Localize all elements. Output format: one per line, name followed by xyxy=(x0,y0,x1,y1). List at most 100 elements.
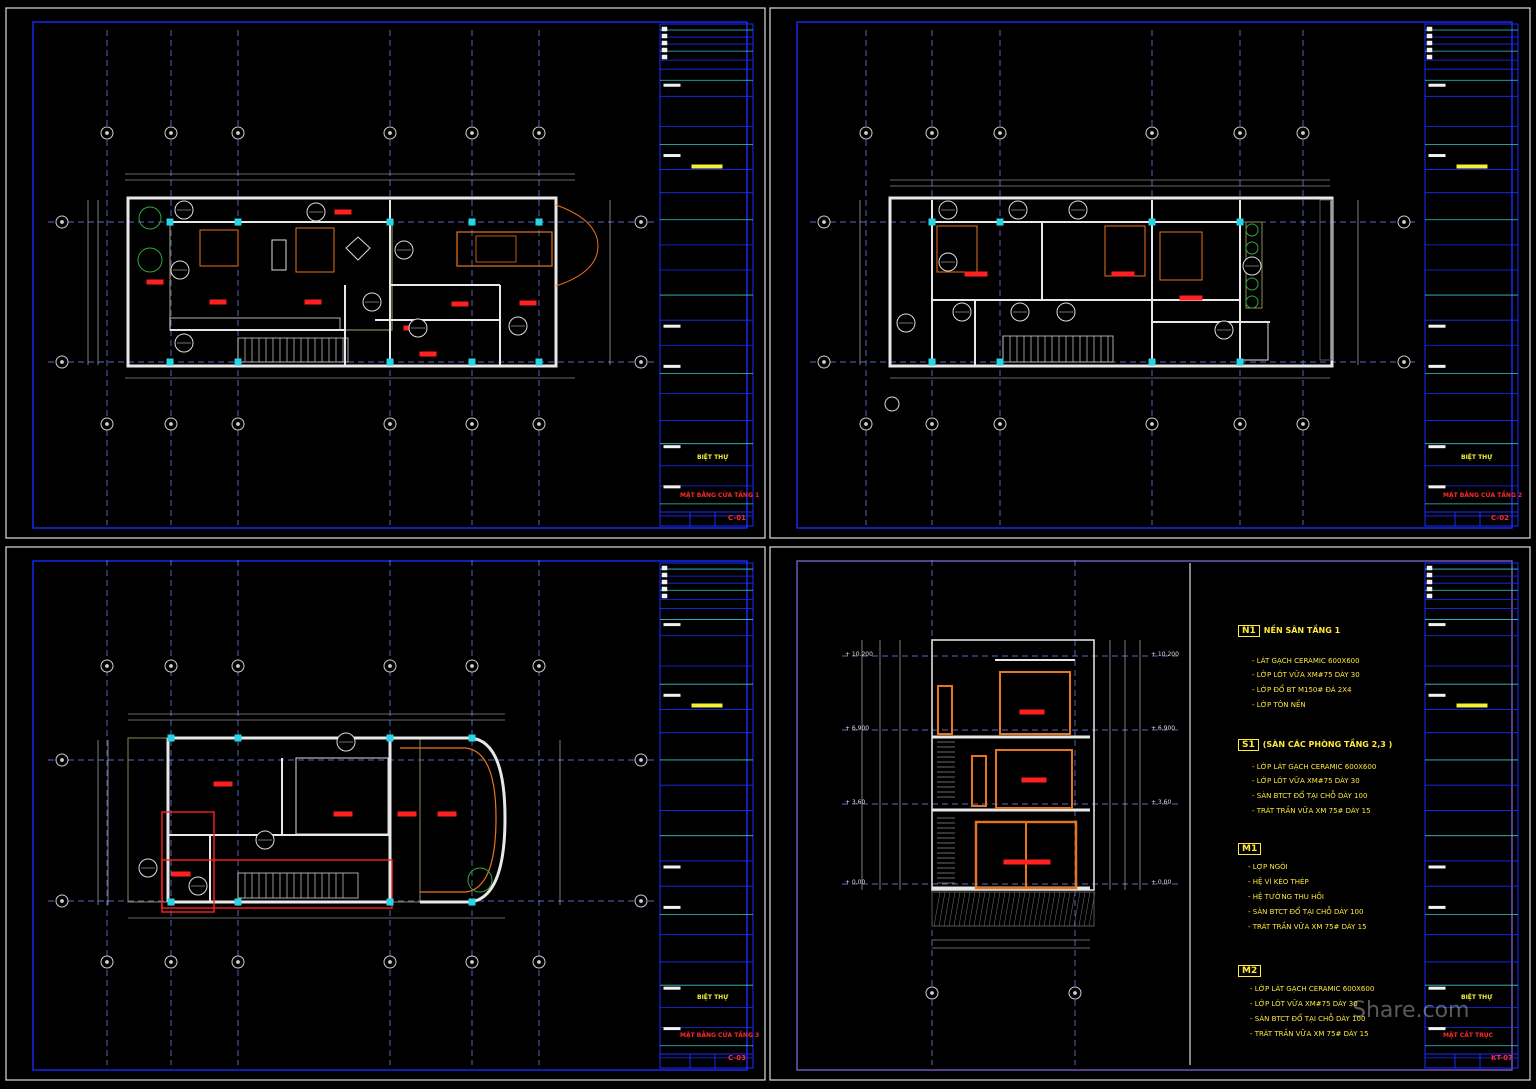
title-block-note xyxy=(1428,986,1446,990)
axis-bubble-dot xyxy=(1150,131,1154,135)
title-block-note xyxy=(663,693,681,697)
red-markup xyxy=(161,859,393,909)
bathtub xyxy=(1239,321,1269,361)
axis-bubble-dot xyxy=(60,758,64,762)
column xyxy=(468,898,476,906)
axis-bubble-dot xyxy=(930,131,934,135)
room-tag xyxy=(171,871,191,877)
ground-hatch xyxy=(938,891,946,927)
elev-left-0: + 10.200 xyxy=(845,651,873,658)
ground-hatch xyxy=(1023,891,1031,927)
axis-bubble-dot xyxy=(236,131,240,135)
ground-hatch xyxy=(1073,891,1081,927)
spec-m1-line: - LỢP NGÓI xyxy=(1248,863,1288,871)
title-block-highlight xyxy=(1456,703,1488,708)
spec-n1-title: NỀN SÂN TẦNG 1 xyxy=(1263,626,1341,635)
axis-bubble-dot xyxy=(1150,422,1154,426)
balcony-rail xyxy=(1319,199,1333,361)
room-tag xyxy=(451,301,469,307)
title-block-note xyxy=(1428,154,1446,158)
column xyxy=(468,358,476,366)
title-block xyxy=(659,562,754,1069)
axis-bubble-dot xyxy=(998,422,1002,426)
stair xyxy=(237,872,359,899)
sheet-2-title: MẶT BẰNG CỬA TẦNG 2 xyxy=(1443,492,1523,499)
spec-m2-line: - TRÁT TRẦN VỮA XM 75# DÀY 15 xyxy=(1250,1030,1369,1038)
title-block-marker xyxy=(1426,579,1433,585)
ground-hatch xyxy=(973,891,981,927)
title-block-marker xyxy=(1426,565,1433,571)
tree xyxy=(467,867,493,893)
plant xyxy=(1245,223,1259,237)
plant xyxy=(1245,277,1259,291)
ground-hatch xyxy=(968,891,976,927)
axis-bubble-dot xyxy=(169,131,173,135)
spec-m1-line: - HỆ VÌ KÈO THÉP xyxy=(1248,878,1309,886)
axis-bubble-dot xyxy=(1238,131,1242,135)
spec-m1-line: - TRÁT TRẦN VỮA XM 75# DÀY 15 xyxy=(1248,923,1367,931)
room-tag xyxy=(1003,859,1051,865)
gate-door xyxy=(555,245,599,287)
exterior-wall xyxy=(888,196,1334,368)
axis-bubble-dot xyxy=(470,422,474,426)
title-block-marker xyxy=(1426,47,1433,53)
title-block-marker xyxy=(661,26,668,32)
column xyxy=(167,734,175,742)
spec-m1-line: - HỆ TƯỜNG THU HỒI xyxy=(1248,893,1324,901)
elev-right-1: + 6.900 xyxy=(1151,725,1176,732)
title-block xyxy=(1424,562,1519,1069)
ground-hatch xyxy=(1033,891,1041,927)
title-block-highlight xyxy=(691,703,723,708)
plan-floor-2 xyxy=(810,30,1415,525)
section-outline xyxy=(931,639,1095,891)
dining-table xyxy=(199,229,239,267)
spec-m1-tag: M1 xyxy=(1238,843,1262,855)
ground-hatch xyxy=(1078,891,1086,927)
room-tag xyxy=(397,811,417,817)
room-tag xyxy=(146,279,164,285)
tree xyxy=(138,206,162,230)
title-block-note xyxy=(663,905,681,909)
axis-bubble-dot xyxy=(1402,220,1406,224)
column xyxy=(1148,358,1156,366)
car-roof xyxy=(475,235,517,263)
ground-hatch xyxy=(1068,891,1076,927)
title-block-note xyxy=(1428,83,1446,87)
axis-bubble-dot xyxy=(639,220,643,224)
column xyxy=(928,218,936,226)
sheet-1-project: BIỆT THỰ xyxy=(697,454,729,461)
title-block-marker xyxy=(1426,586,1433,592)
axis-bubble-dot xyxy=(60,899,64,903)
axis-bubble-dot xyxy=(930,991,934,995)
sheet-2-code: C-02 xyxy=(1491,514,1509,522)
room-tag xyxy=(304,299,322,305)
column xyxy=(386,358,394,366)
stair xyxy=(237,337,349,363)
column xyxy=(535,218,543,226)
title-block-note xyxy=(663,154,681,158)
column xyxy=(468,218,476,226)
title-block-note xyxy=(663,623,681,627)
spec-s1-line: - TRÁT TRẦN VỮA XM 75# DÀY 15 xyxy=(1252,807,1371,815)
ground-hatch xyxy=(1038,891,1046,927)
spec-n1-line: - LÁT GẠCH CERAMIC 600X600 xyxy=(1252,657,1360,665)
axis-bubble-dot xyxy=(388,422,392,426)
column xyxy=(996,218,1004,226)
room-tag xyxy=(334,209,352,215)
section-mark xyxy=(884,396,900,412)
axis-bubble-dot xyxy=(470,960,474,964)
ground-hatch xyxy=(998,891,1006,927)
gate-door xyxy=(555,204,599,247)
terrace-railing xyxy=(400,747,497,893)
sofa xyxy=(295,227,335,273)
curved-terrace-wall xyxy=(390,736,507,904)
column xyxy=(386,734,394,742)
spec-m2-line: - LỚP LÓT VỮA XM#75 DÀY 30 xyxy=(1250,1000,1358,1008)
ground-hatch xyxy=(1048,891,1056,927)
column xyxy=(167,898,175,906)
axis-bubble-dot xyxy=(169,664,173,668)
column xyxy=(1148,218,1156,226)
kitchen-counter xyxy=(169,317,341,331)
title-block-marker xyxy=(1426,33,1433,39)
